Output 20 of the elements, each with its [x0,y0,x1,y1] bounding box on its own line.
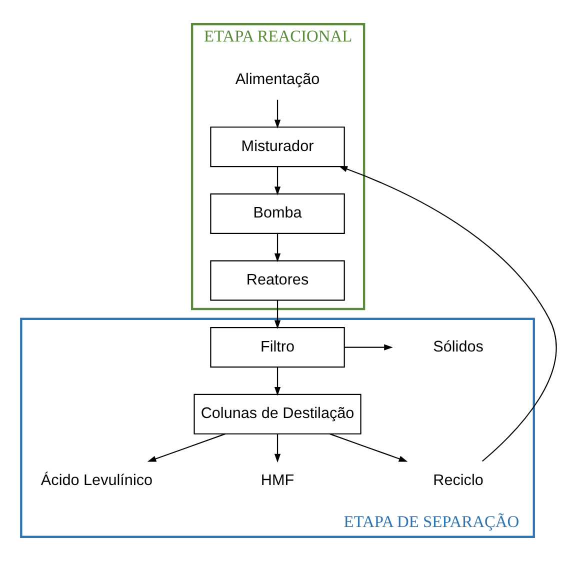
node-text: Sólidos [433,338,484,356]
arrow [344,344,393,350]
arrow [330,433,408,462]
arrow [274,434,281,463]
arrow [338,166,557,462]
node-text: Ácido Levulínico [40,472,153,490]
arrow [274,233,281,262]
node-box: Reatores [210,260,345,301]
node-text: Reciclo [433,472,484,490]
node-box: Filtro [210,327,345,368]
arrow [274,100,281,129]
node-text: HMF [260,472,294,490]
node-box: Misturador [210,126,345,168]
node-box: Bomba [210,193,345,234]
arrow [274,300,281,330]
arrow [274,166,281,196]
node-box: Colunas de Destilação [194,394,362,434]
node-text: Alimentação [235,71,320,88]
arrow [147,433,226,462]
arrow [274,367,281,396]
